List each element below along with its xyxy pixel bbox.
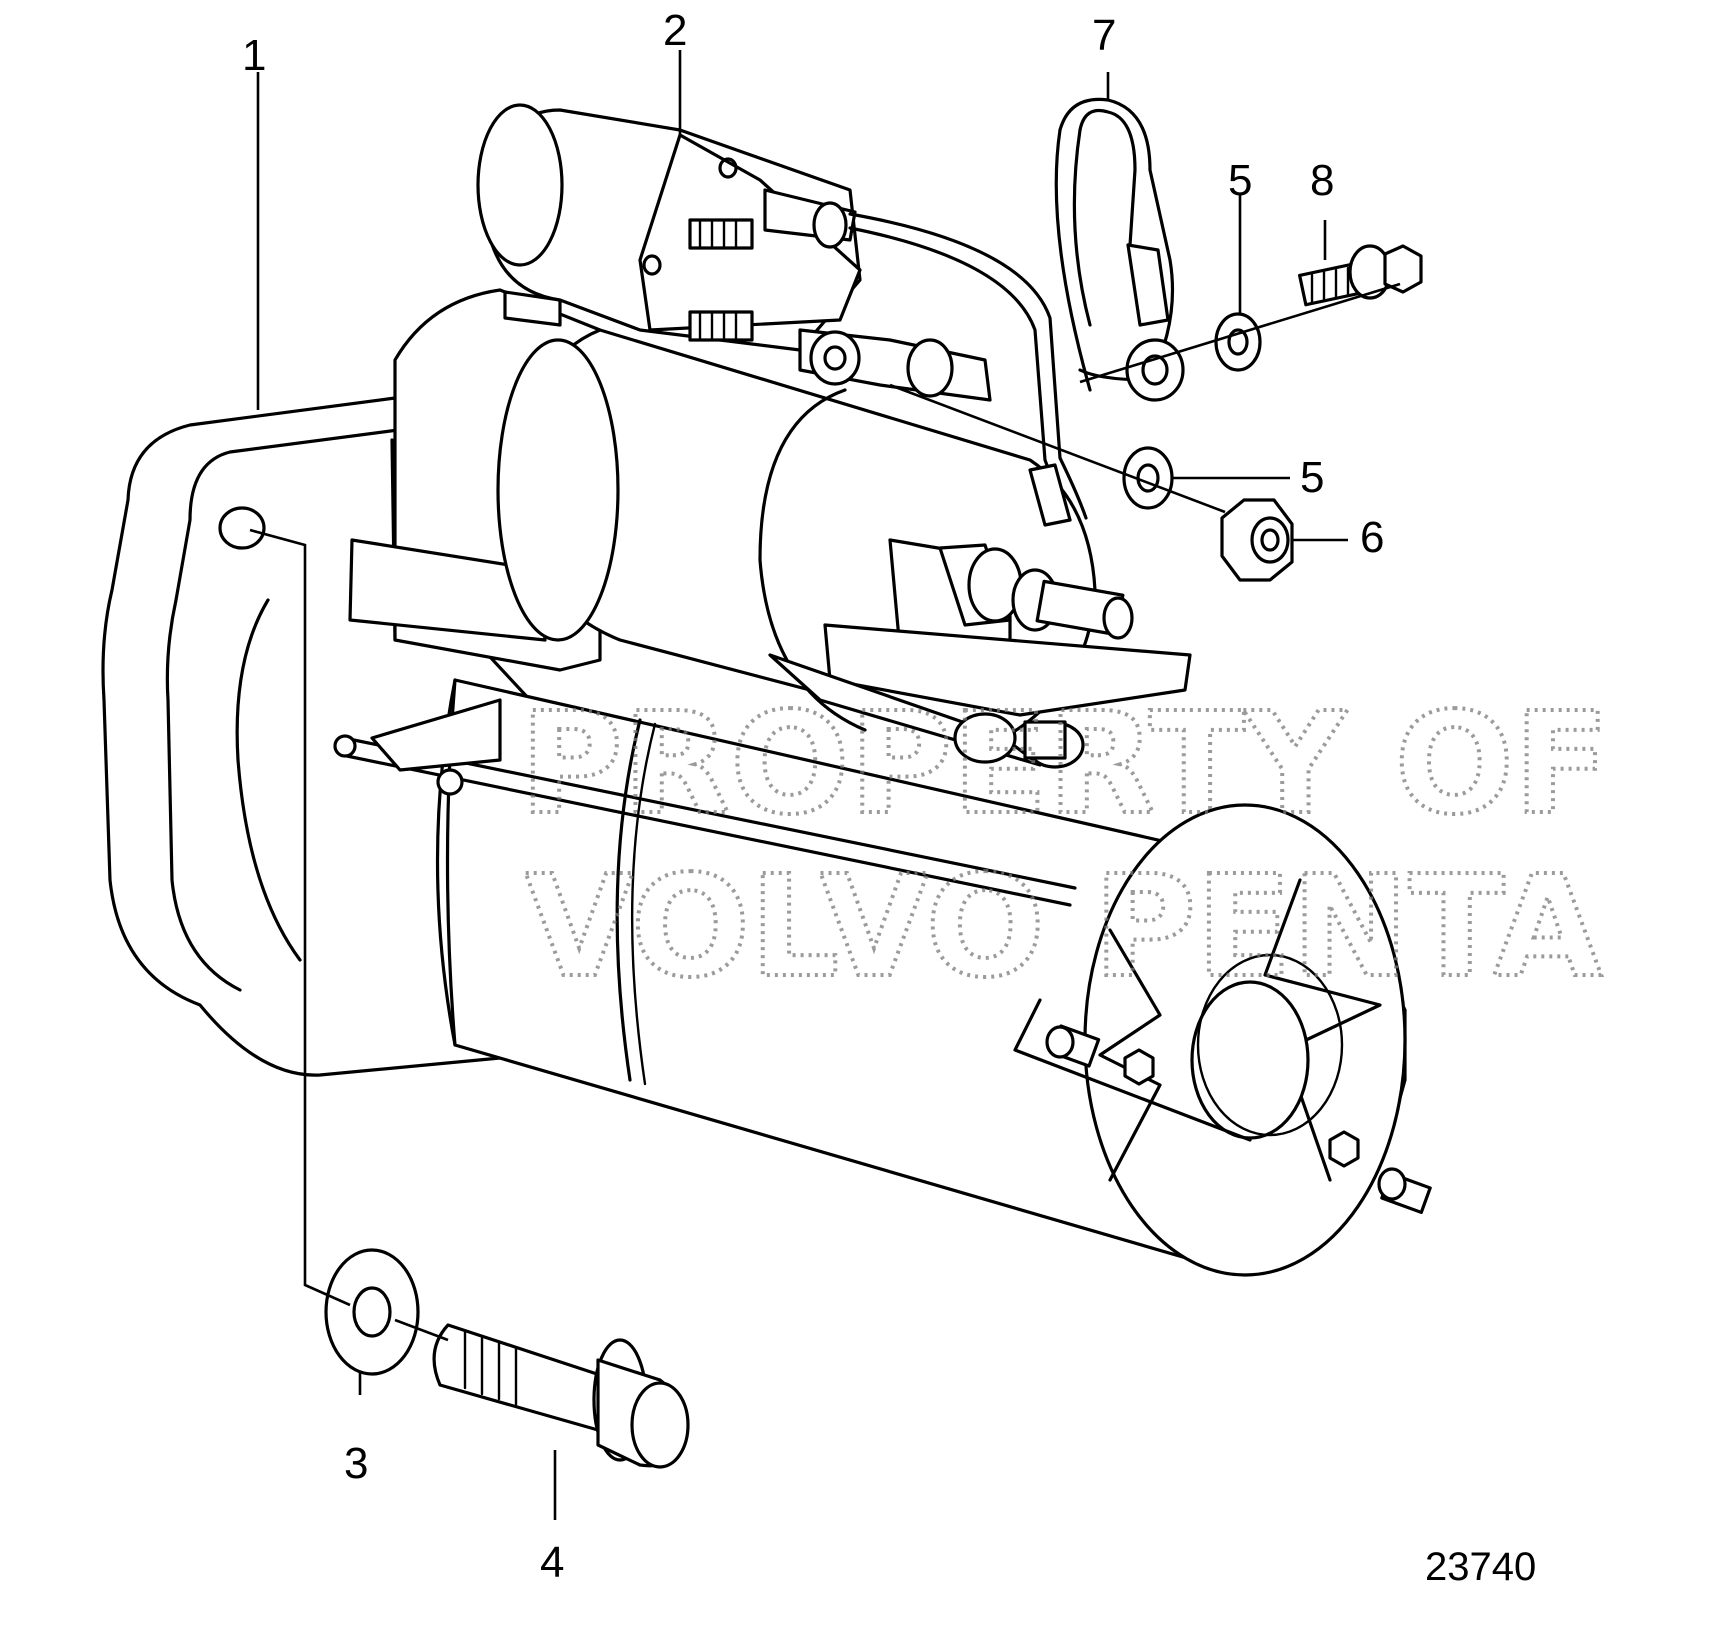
solenoid-terminal bbox=[938, 543, 1134, 640]
threaded-stud bbox=[688, 310, 754, 342]
washer-3 bbox=[324, 1248, 420, 1376]
leader-lines bbox=[249, 50, 1401, 1520]
solenoid bbox=[496, 328, 1192, 769]
end-bolt bbox=[1328, 1130, 1432, 1214]
callout-6: 6 bbox=[1360, 513, 1384, 562]
nut-6 bbox=[1220, 498, 1294, 582]
callout-8: 8 bbox=[1310, 156, 1334, 205]
end-bolt bbox=[1045, 1024, 1155, 1086]
callout-5-upper: 5 bbox=[1228, 156, 1252, 205]
cable bbox=[798, 97, 1185, 527]
callout-3: 3 bbox=[344, 1439, 368, 1488]
watermark-line-1: PROPERTY OF bbox=[520, 683, 1609, 846]
flange-bolt-hole bbox=[218, 506, 266, 550]
mounting-flange bbox=[101, 396, 532, 1077]
washer-5-upper bbox=[1214, 312, 1262, 372]
figure-reference-number: 23740 bbox=[1425, 1545, 1536, 1589]
callout-5-lower: 5 bbox=[1300, 453, 1324, 502]
watermark-line-2: VOLVO PENTA bbox=[525, 846, 1602, 1009]
callout-4: 4 bbox=[540, 1538, 564, 1587]
callout-2: 2 bbox=[663, 6, 687, 55]
watermark: PROPERTY OF VOLVO PENTA bbox=[518, 681, 1611, 1011]
washer-5-lower bbox=[1122, 446, 1174, 510]
motor-barrel bbox=[333, 678, 1432, 1277]
end-cap-hub bbox=[1190, 980, 1310, 1140]
threaded-stud bbox=[688, 218, 754, 250]
callouts: 1 2 3 4 5 5 6 7 8 bbox=[242, 6, 1384, 1587]
callout-1: 1 bbox=[242, 31, 266, 80]
solenoid-head bbox=[476, 103, 862, 352]
bolt-4 bbox=[432, 1323, 690, 1469]
screw-8 bbox=[1298, 244, 1423, 307]
callout-7: 7 bbox=[1092, 11, 1116, 60]
